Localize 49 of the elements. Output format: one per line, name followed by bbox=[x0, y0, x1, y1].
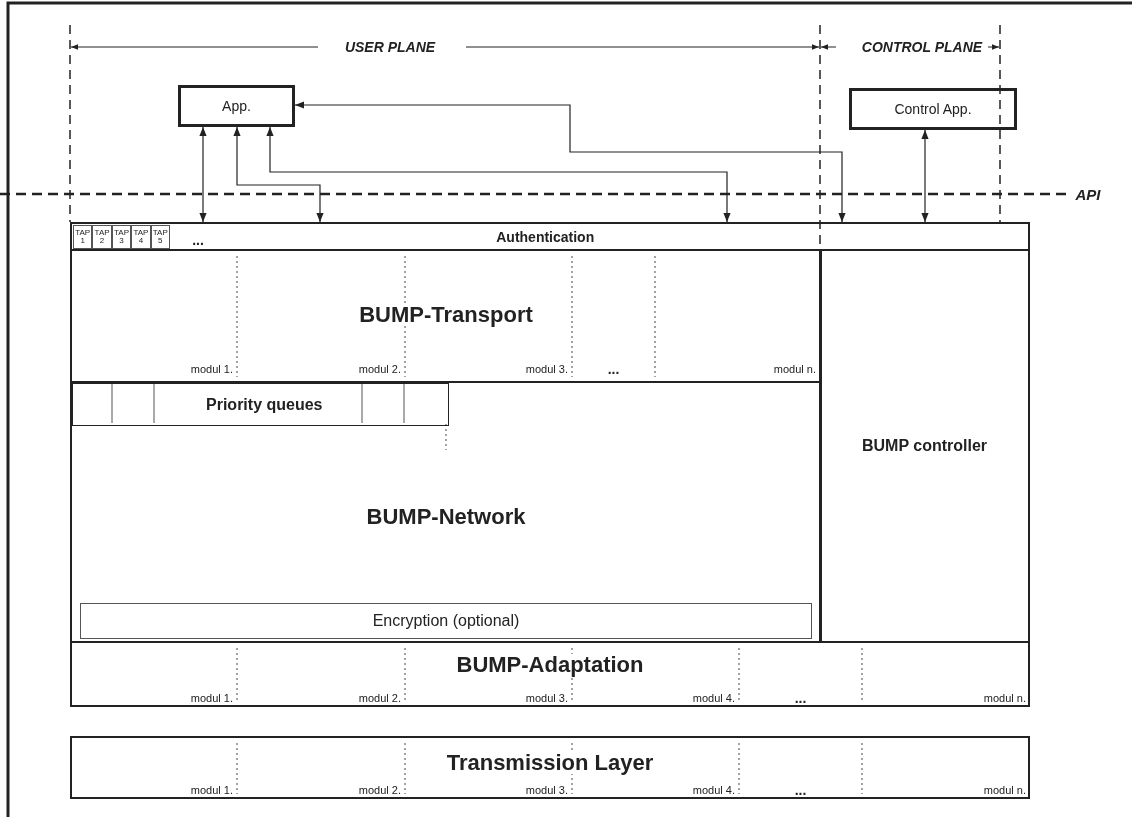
ellipsis-label: ... bbox=[794, 691, 807, 705]
plane-label: CONTROL PLANE bbox=[861, 40, 983, 54]
module-label: modul 2. bbox=[358, 784, 401, 796]
module-label: modul 2. bbox=[358, 692, 401, 704]
layer-box bbox=[70, 736, 1030, 799]
module-label: modul 4. bbox=[692, 784, 735, 796]
box-label: TAP 4 bbox=[132, 229, 149, 245]
module-label: modul n. bbox=[983, 692, 1026, 704]
layer-box bbox=[70, 381, 822, 643]
ellipsis-label: ... bbox=[607, 362, 620, 376]
arrow bbox=[921, 129, 929, 223]
module-label: modul 3. bbox=[525, 363, 568, 375]
authentication-bar bbox=[70, 222, 1030, 251]
layer-box bbox=[70, 641, 1030, 707]
layer-box bbox=[70, 249, 822, 383]
box-label: BUMP controller bbox=[861, 438, 988, 454]
module-label: modul 1. bbox=[190, 692, 233, 704]
module-label: modul 4. bbox=[692, 692, 735, 704]
module-label: modul n. bbox=[983, 784, 1026, 796]
module-label: modul 3. bbox=[525, 784, 568, 796]
box-label: Encryption (optional) bbox=[372, 613, 520, 629]
arrow bbox=[266, 126, 731, 223]
box-label: BUMP-Transport bbox=[359, 303, 533, 326]
module-label: modul 3. bbox=[525, 692, 568, 704]
module-label: modul 1. bbox=[190, 363, 233, 375]
arrow bbox=[294, 101, 846, 223]
module-label: modul 1. bbox=[190, 784, 233, 796]
box-label: BUMP-Adaptation bbox=[456, 654, 644, 677]
arrow bbox=[233, 126, 324, 223]
arrow bbox=[199, 126, 207, 223]
encryption-box bbox=[80, 603, 812, 639]
box-label: TAP 1 bbox=[74, 229, 91, 245]
plane-label: USER PLANE bbox=[344, 40, 436, 54]
ellipsis-label: ... bbox=[192, 233, 204, 247]
box-label: Transmission Layer bbox=[446, 751, 654, 774]
module-label: modul 2. bbox=[358, 363, 401, 375]
module-label: modul n. bbox=[773, 363, 816, 375]
controller-box bbox=[819, 249, 1030, 643]
box-label: TAP 3 bbox=[113, 229, 130, 245]
queue-bar bbox=[72, 383, 449, 426]
box-label: TAP 2 bbox=[94, 229, 111, 245]
box-label: App. bbox=[222, 99, 251, 113]
box-label: Control App. bbox=[894, 102, 972, 116]
box-label: Authentication bbox=[496, 229, 595, 244]
app-box bbox=[849, 88, 1017, 130]
box-label: TAP 5 bbox=[152, 229, 169, 245]
ellipsis-label: ... bbox=[794, 783, 807, 797]
app-box bbox=[178, 85, 295, 127]
box-label: Priority queues bbox=[206, 396, 323, 413]
